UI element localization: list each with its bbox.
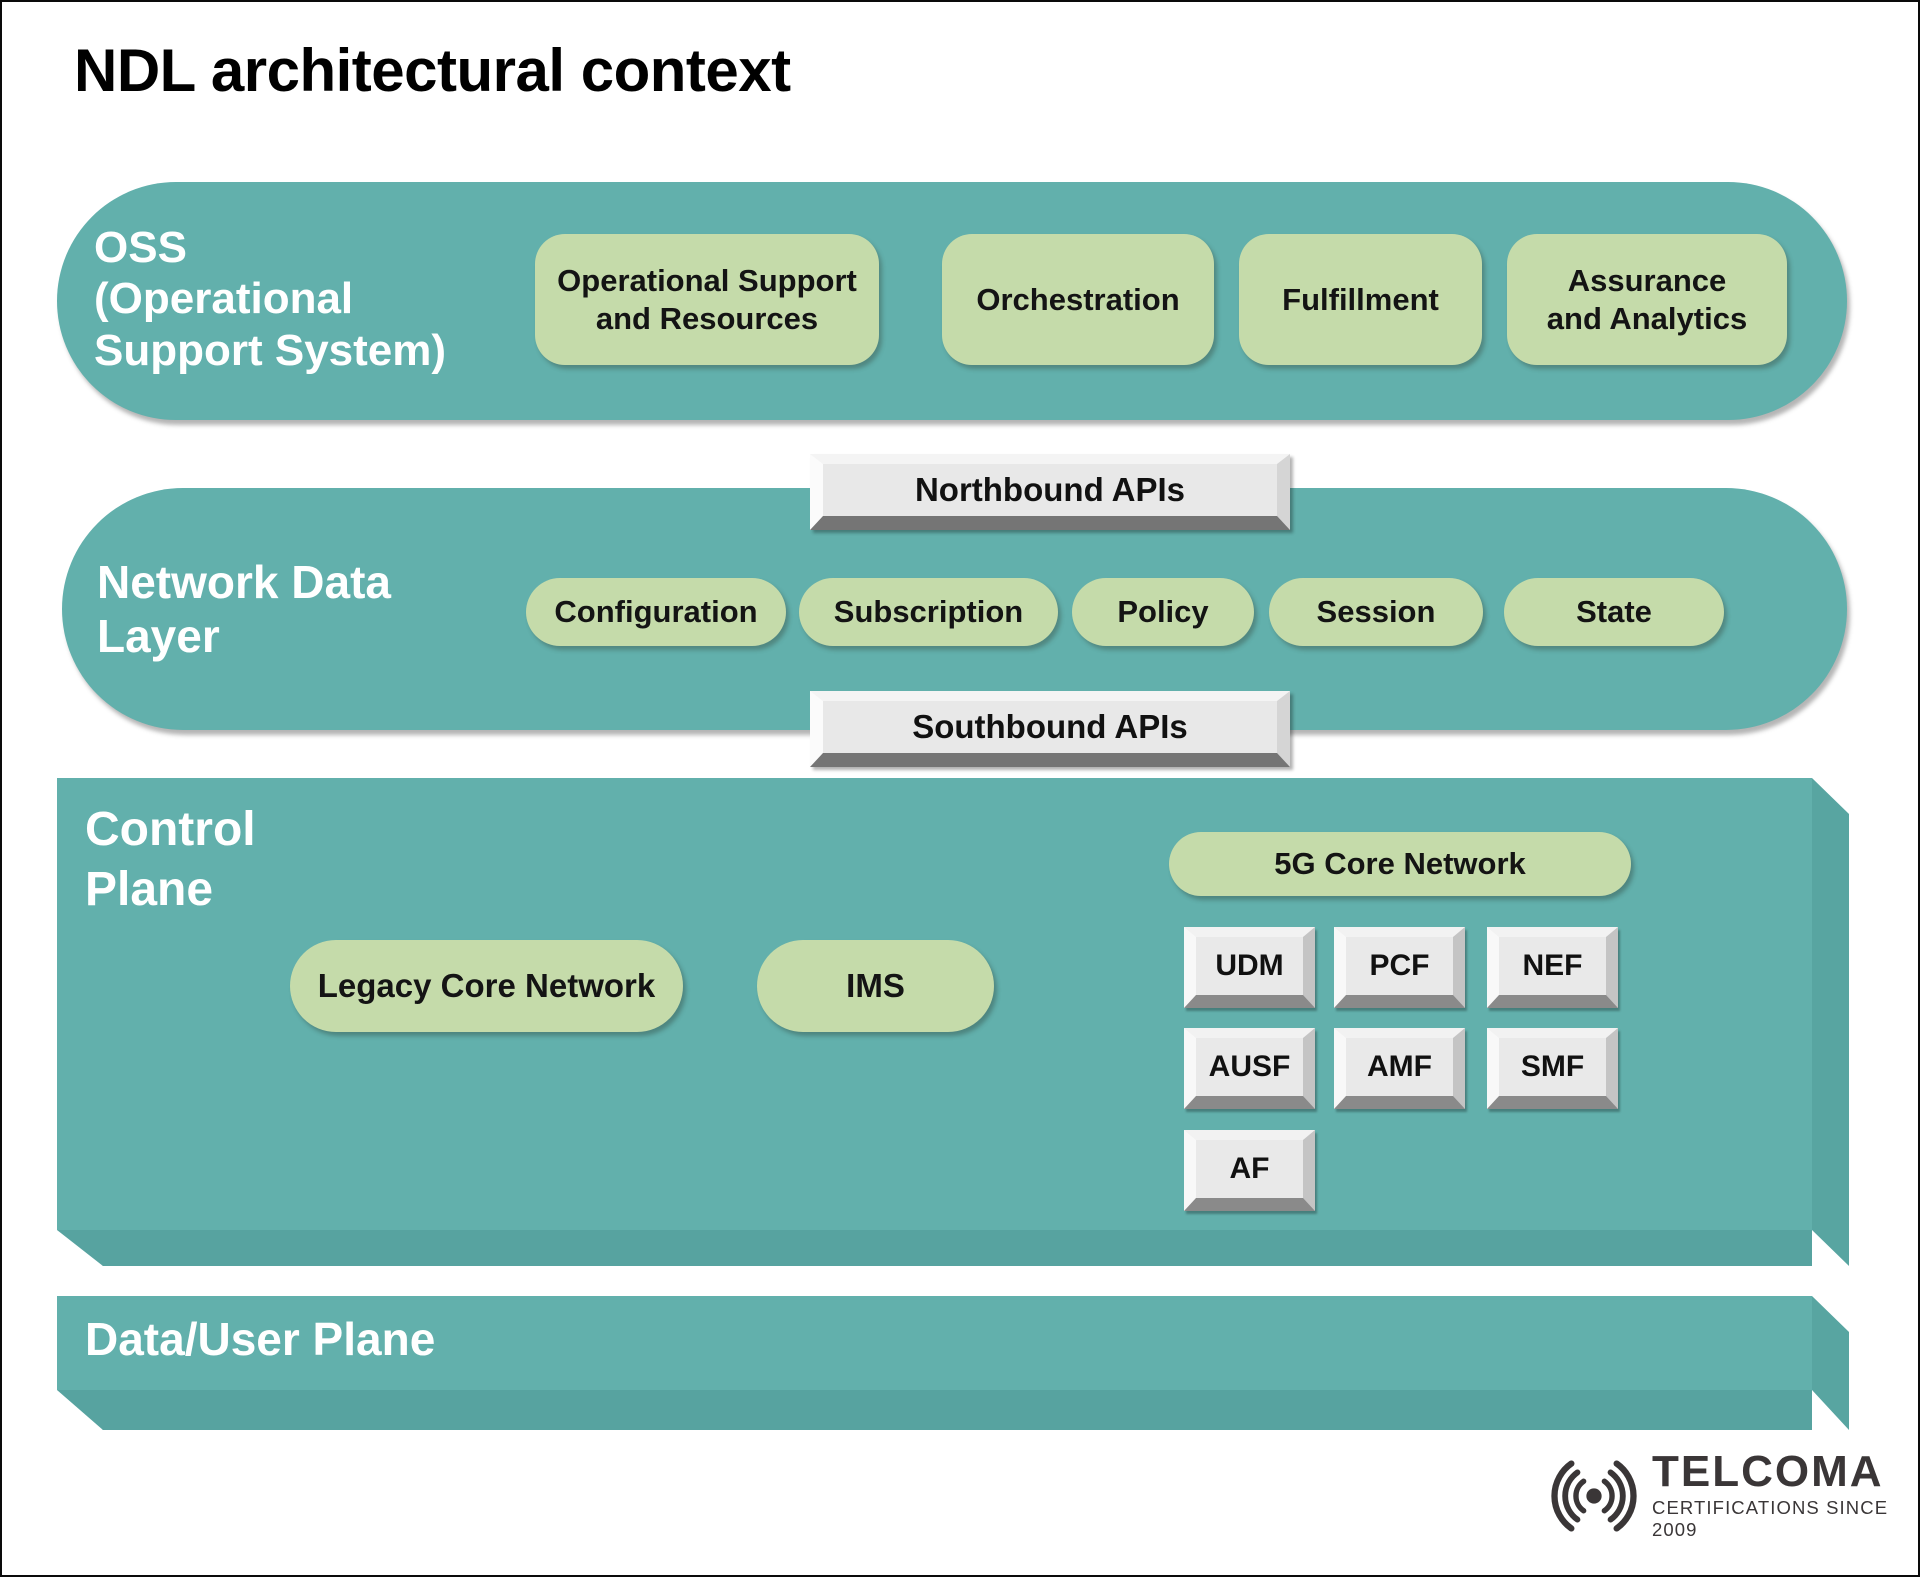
pill-configuration: Configuration [526, 578, 786, 646]
pill-state: State [1504, 578, 1724, 646]
control-plane-slab-bottom-bevel [57, 1230, 1812, 1266]
pill-orchestration: Orchestration [942, 234, 1214, 365]
oss-band: OSS (Operational Support System) Operati… [57, 182, 1847, 420]
oss-band-label: OSS (Operational Support System) [94, 223, 447, 375]
pill-legacy-core-network: Legacy Core Network [290, 940, 683, 1032]
pill-policy: Policy [1072, 578, 1254, 646]
pill-subscription: Subscription [799, 578, 1058, 646]
southbound-apis-button: Southbound APIs [810, 691, 1290, 767]
network-data-layer-label: Network Data Layer [97, 556, 391, 662]
pill-operational-support-and-resources: Operational Support and Resources [535, 234, 879, 365]
data-user-plane-slab-bottom-bevel [57, 1390, 1812, 1430]
page-title: NDL architectural context [74, 37, 791, 104]
nf-button-udm: UDM [1184, 927, 1315, 1008]
pill-ims: IMS [757, 940, 994, 1032]
radio-waves-icon [1551, 1459, 1637, 1532]
northbound-apis-button: Northbound APIs [810, 454, 1290, 530]
nf-button-nef: NEF [1487, 927, 1618, 1008]
nf-button-af: AF [1184, 1130, 1315, 1211]
nf-button-pcf: PCF [1334, 927, 1465, 1008]
data-user-plane-label: Data/User Plane [85, 1313, 436, 1365]
control-plane-label: Control Plane [85, 803, 256, 916]
data-user-plane-slab [57, 1296, 1812, 1390]
control-plane-slab-right-bevel [1812, 778, 1849, 1266]
pill-assurance-and-analytics: Assurance and Analytics [1507, 234, 1787, 365]
nf-button-ausf: AUSF [1184, 1028, 1315, 1109]
telcoma-brand-text: TELCOMA [1652, 1447, 1884, 1496]
nf-button-smf: SMF [1487, 1028, 1618, 1109]
data-user-plane-slab-right-bevel [1812, 1296, 1849, 1430]
pill-session: Session [1269, 578, 1483, 646]
pill-fulfillment: Fulfillment [1239, 234, 1482, 365]
telcoma-tagline: CERTIFICATIONS SINCE 2009 [1652, 1497, 1889, 1540]
telcoma-logo: TELCOMA CERTIFICATIONS SINCE 2009 [1540, 1450, 1918, 1541]
pill-5g-core-network: 5G Core Network [1169, 832, 1631, 896]
nf-button-amf: AMF [1334, 1028, 1465, 1109]
